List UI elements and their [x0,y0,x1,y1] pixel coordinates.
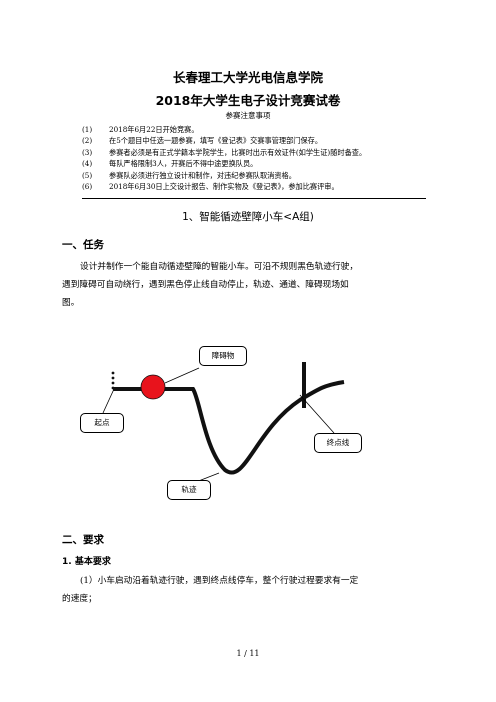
track-diagram-svg [102,362,345,483]
finish-label: 终点线 [314,433,362,453]
task-line: 图。 [62,298,80,308]
rule-item: (5) 参赛队必须进行独立设计和制作，对违纪参赛队取消资格。 [82,170,442,181]
rule-item: (6) 2018年6月30日上交设计报告、制作实物及《登记表》，参加比赛评审。 [82,181,442,192]
notice-title: 参赛注意事项 [225,111,271,120]
requirements-paragraph: (1）小车启动沿着轨迹行驶，遇到终点线停车，整个行驶过程要求有一定 的速度； [62,572,358,608]
basic-requirements-heading: 1. 基本要求 [62,557,111,567]
task-heading: 一、任务 [62,239,104,251]
rule-text: 2018年6月30日上交设计报告、制作实物及《登记表》，参加比赛评审。 [109,182,339,192]
rules-list: (1) 2018年6月22日开始竞赛。 (2) 在5个题目中任选一题参赛，填写《… [82,124,442,192]
page-number: 1 / 11 [236,649,260,658]
section-divider [82,198,426,199]
rule-number: (4) [82,159,93,169]
rule-text: 每队严格限制3人，开赛后不得中途更换队员。 [109,159,258,169]
rule-text: 在5个题目中任选一题参赛，填写《登记表》交赛事管理部门保存。 [109,136,323,146]
start-label: 起点 [80,413,124,433]
task-line: 遇到障碍可自动绕行，遇到黑色停止线自动停止，轨迹、通道、障碍现场如 [62,280,349,290]
exam-title: 2018年大学生电子设计竞赛试卷 [155,93,341,108]
requirement-line: 的速度； [62,594,97,604]
rule-text: 参赛者必须是有正式学籍本学院学生，比赛时出示有效证件(如学生证)随时备查。 [109,147,367,157]
finish-connector [299,394,335,434]
task-line: 设计并制作一个能自动循迹壁障的智能小车。可沿不规则黑色轨迹行驶， [80,262,358,272]
problem-title: 1、智能循迹壁障小车<A组) [182,211,314,223]
rule-number: (1) [82,125,93,134]
track-diagram: 障碍物 起点 终点线 轨迹 [0,330,496,515]
rule-number: (3) [82,147,93,157]
start-connector [102,388,115,414]
track-line [113,380,345,475]
rule-number: (6) [82,182,93,192]
rule-text: 2018年6月22日开始竞赛。 [109,125,199,134]
rule-item: (1) 2018年6月22日开始竞赛。 [82,124,442,135]
institute-title: 长春理工大学光电信息学院 [172,70,323,85]
obstacle-circle [140,374,166,400]
rule-number: (2) [82,136,93,146]
requirement-line: (1）小车启动沿着轨迹行驶，遇到终点线停车，整个行驶过程要求有一定 [80,576,359,586]
rule-item: (4) 每队严格限制3人，开赛后不得中途更换队员。 [82,158,442,169]
rule-text: 参赛队必须进行独立设计和制作，对违纪参赛队取消资格。 [109,170,296,180]
rule-item: (2) 在5个题目中任选一题参赛，填写《登记表》交赛事管理部门保存。 [82,135,442,146]
requirements-heading: 二、要求 [62,534,104,546]
rule-item: (3) 参赛者必须是有正式学籍本学院学生，比赛时出示有效证件(如学生证)随时备查… [82,147,442,158]
rule-number: (5) [82,170,93,180]
obstacle-label: 障碍物 [199,346,247,366]
track-label: 轨迹 [167,480,211,500]
start-dots [111,371,115,390]
task-paragraph: 设计并制作一个能自动循迹壁障的智能小车。可沿不规则黑色轨迹行驶， 遇到障碍可自动… [62,258,358,312]
obstacle-connector [164,367,200,384]
